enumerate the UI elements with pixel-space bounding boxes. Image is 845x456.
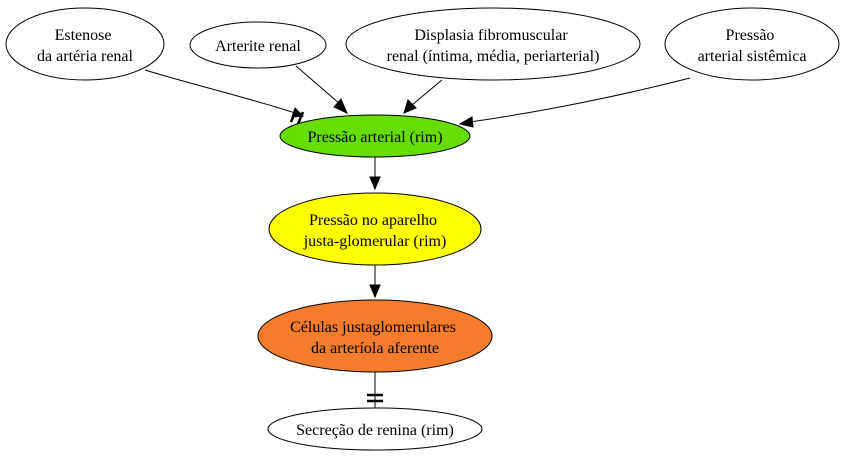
node-arterite: Arterite renal <box>189 21 327 69</box>
node-celulas-shape <box>257 299 493 373</box>
edge-celulas-to-renina <box>367 371 383 409</box>
node-displasia-label: Displasia fibromuscular renal (íntima, m… <box>387 27 600 65</box>
node-estenose-shape <box>5 7 165 81</box>
node-estenose-label: Estenose da artéria renal <box>37 27 133 65</box>
node-celulas: Células justaglomerulares da arteríola a… <box>257 299 493 373</box>
edge-arterite-to-pressao-rim <box>295 65 348 114</box>
node-aparelho-label: Pressão no aparelho justa-glomerular (ri… <box>303 212 447 250</box>
edge-estenose-to-pressao-rim <box>144 69 305 125</box>
node-arterite-shape <box>189 21 327 69</box>
node-displasia: Displasia fibromuscular renal (íntima, m… <box>345 7 641 81</box>
edge-displasia-to-pressao-rim <box>403 79 443 114</box>
edge-aparelho-to-celulas <box>369 265 381 299</box>
node-arterite-label: Arterite renal <box>215 38 301 55</box>
node-pressao-rim: Pressão arterial (rim) <box>279 114 471 158</box>
node-estenose: Estenose da artéria renal <box>5 7 165 81</box>
edges <box>144 65 691 409</box>
node-celulas-label: Células justaglomerulares da arteríola a… <box>290 319 460 357</box>
edge-pressao-rim-to-aparelho <box>369 156 381 191</box>
node-pressao-rim-shape <box>279 114 471 158</box>
node-pressao-sistemica-shape <box>664 7 840 81</box>
node-pressao-sistemica-label: Pressão arterial sistêmica <box>698 27 807 65</box>
node-aparelho: Pressão no aparelho justa-glomerular (ri… <box>268 192 482 266</box>
equals-marker <box>367 393 383 403</box>
edge-pressao-sistemica-to-pressao-rim <box>458 77 691 128</box>
double-slash-marker <box>289 109 305 125</box>
node-aparelho-shape <box>268 192 482 266</box>
node-renina: Secreção de renina (rim) <box>267 407 483 451</box>
nodes: Estenose da artéria renal Arterite renal… <box>5 7 840 451</box>
node-pressao-sistemica: Pressão arterial sistêmica <box>664 7 840 81</box>
node-pressao-rim-label: Pressão arterial (rim) <box>307 129 442 146</box>
node-renina-shape <box>267 407 483 451</box>
node-displasia-shape <box>345 7 641 81</box>
node-renina-label: Secreção de renina (rim) <box>296 422 454 439</box>
